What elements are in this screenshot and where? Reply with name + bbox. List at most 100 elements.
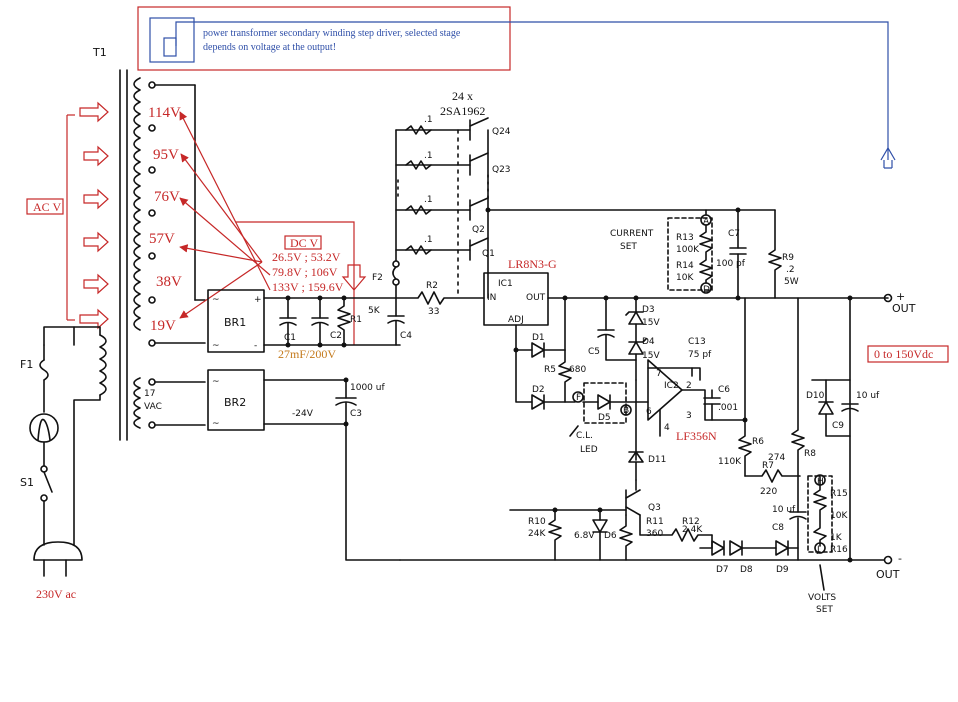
d5-label: D5 [598,413,611,423]
q23-label: Q23 [492,165,511,175]
minus-sign: - [254,341,257,351]
transistor-count: 24 x [452,89,473,103]
r15-label: R15 [830,489,848,499]
c2-label: C2 [330,331,342,341]
ic1-out: OUT [526,293,546,303]
r7-value: 220 [760,487,777,497]
c6-value: .001 [718,403,738,413]
dc-bus [263,295,405,348]
out-plus-label: OUT [892,302,916,315]
r14-value: 10K [676,273,694,283]
r5-label: R5 [544,365,556,375]
r9-watt: 5W [784,277,799,287]
dc-level-3: 133V ; 159.6V [272,280,344,294]
neg24-label: -24V [292,409,314,419]
r7-label: R7 [762,461,774,471]
r16-label: R16 [830,545,848,555]
dc-v-label: DC V [290,236,318,250]
out-minus-label: OUT [876,568,900,581]
c1-label: C1 [284,333,296,343]
driver-note-line1: power transformer secondary winding step… [203,28,461,39]
c3-label: C3 [350,409,362,419]
d3-label: D3 [642,305,655,315]
d9-label: D9 [776,565,789,575]
tap-arrow-icon [79,101,109,123]
r11-value: 360 [646,529,663,539]
tap-95v: 95V [153,147,179,163]
r13-value: 100K [676,245,700,255]
tap-76v: 76V [154,189,180,205]
ic1-label: IC1 [498,279,513,289]
out-minus-sign: - [898,552,902,565]
r5-value: 680 [569,365,586,375]
diode-network [513,295,637,410]
c6-label: C6 [718,385,730,395]
ic1-in: IN [487,293,496,303]
ic1-adj: ADJ [508,315,524,325]
r15-value: 10K [830,511,848,521]
up-arrow-icon [880,146,896,169]
f1-label: F1 [20,358,33,371]
mains-label: 230V ac [36,587,76,601]
c4-label: C4 [400,331,412,341]
output-terminals [399,293,893,565]
c7-value: 100 pf [716,259,746,269]
r14-label: R14 [676,261,694,271]
emitter-r-label: .1 [424,235,433,245]
voltage-divider [738,297,833,591]
r1-value: 5K [368,306,381,316]
dc-level-2: 79.8V ; 106V [272,265,338,279]
ac-v-indicator: AC V [26,101,109,330]
r10-label: R10 [528,517,546,527]
r12-value: 2.4K [682,525,703,535]
down-arrow-icon [341,264,367,291]
dc-level-1: 26.5V ; 53.2V [272,250,341,264]
svg-text:~: ~ [212,377,220,387]
r12-label: R12 [682,517,700,527]
primary-circuit [29,326,101,577]
d8-label: D8 [740,565,753,575]
tap-arrow-icon [83,145,109,167]
vac17-label: 17 [144,389,155,399]
cl-led-d5 [569,382,637,437]
r8-label: R8 [804,449,816,459]
svg-text:~: ~ [212,419,220,429]
r13-label: R13 [676,233,694,243]
pin3: 3 [686,411,692,421]
transformer-t1 [99,69,206,441]
pin2: 2 [686,381,692,391]
d7-label: D7 [716,565,729,575]
tap-19v: 19V [150,318,176,334]
d1-label: D1 [532,333,545,343]
tap-114v: 114V [148,105,181,121]
svg-text:~: ~ [212,341,220,351]
d10-c9 [811,379,859,437]
r8-value: 274 [768,453,785,463]
d2-label: D2 [532,385,545,395]
br2-label: BR2 [224,396,246,409]
q1-label: Q1 [482,249,495,259]
ic2-label: IC2 [664,381,679,391]
tap-arrow-icon [83,273,109,295]
bridge-br1: + - ~ ~ [207,289,265,353]
r2-label: R2 [426,281,438,291]
cap-bank-label: 27mF/200V [278,347,336,361]
d10-label: D10 [806,391,825,401]
driver-note-box: power transformer secondary winding step… [137,6,511,71]
pin6: 6 [646,407,652,417]
d3-value: 15V [642,318,660,328]
node-j: J [816,545,820,555]
vac-label: VAC [144,402,162,412]
r6-value: 110K [718,457,742,467]
pin7: 7 [656,369,662,379]
emitter-r-label: .1 [424,195,433,205]
ic2-opamp [628,359,746,481]
tap-arrow-icon [79,308,109,330]
tap-arrow-icon [83,231,109,253]
node-f: F [576,393,581,403]
svg-text:~: ~ [212,295,220,305]
output-range-box [867,345,949,363]
tap-arrow-icon [83,188,109,210]
c8-value: 10 uf [772,505,796,515]
